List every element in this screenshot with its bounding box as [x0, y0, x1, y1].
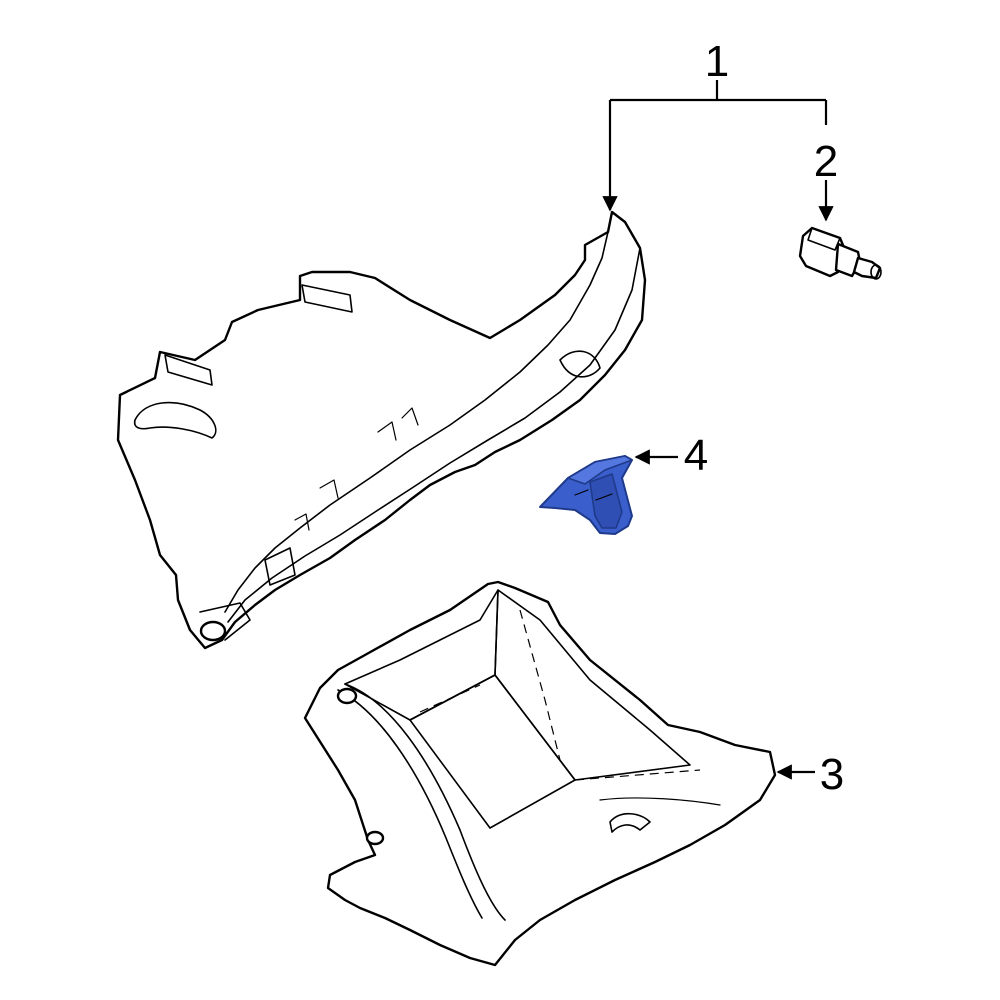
bin-mount-hole-bottom: [365, 830, 385, 846]
bin-front-lip-2: [337, 689, 483, 919]
door-detail-lower: [264, 547, 296, 586]
glove-box-bin-outline: [303, 580, 777, 967]
glove-box-bin-part[interactable]: [303, 580, 777, 967]
clip-flange: [567, 455, 633, 485]
door-inner-rim-2: [227, 247, 641, 623]
door-rib-3: [319, 479, 339, 499]
callout-4: 4: [684, 431, 708, 480]
bin-seam-2: [574, 769, 701, 781]
clip-stem: [589, 473, 623, 529]
bin-floor-rib-2: [599, 797, 721, 806]
callout-1: 1: [705, 37, 729, 86]
door-rib-4: [294, 513, 310, 531]
glove-box-door-part[interactable]: [116, 210, 647, 650]
door-tab-left: [164, 354, 213, 386]
door-rib-2: [401, 407, 419, 426]
door-inner-rim: [224, 231, 609, 613]
switch-part[interactable]: [798, 226, 882, 280]
bin-cavity-right: [494, 589, 691, 781]
door-rib-1: [377, 421, 397, 441]
door-slot: [133, 401, 217, 439]
door-tab-top: [301, 284, 353, 313]
bin-seam-1: [519, 609, 561, 761]
switch-tip: [870, 264, 882, 280]
clip-part-highlighted[interactable]: [539, 455, 633, 535]
clip-detail-lines: [574, 489, 613, 501]
bin-front-lip: [344, 683, 506, 921]
callout-2: 2: [814, 137, 838, 186]
bin-seam-3: [419, 684, 481, 713]
door-latch: [559, 350, 601, 378]
leader-lines: [602, 80, 834, 780]
callout-3: 3: [820, 750, 844, 799]
door-hinge-pin: [199, 620, 227, 642]
switch-plunger: [852, 256, 882, 280]
bin-floor-rib: [609, 812, 651, 833]
door-hinge-bracket: [199, 602, 251, 641]
bin-mount-hole-top: [336, 687, 358, 705]
